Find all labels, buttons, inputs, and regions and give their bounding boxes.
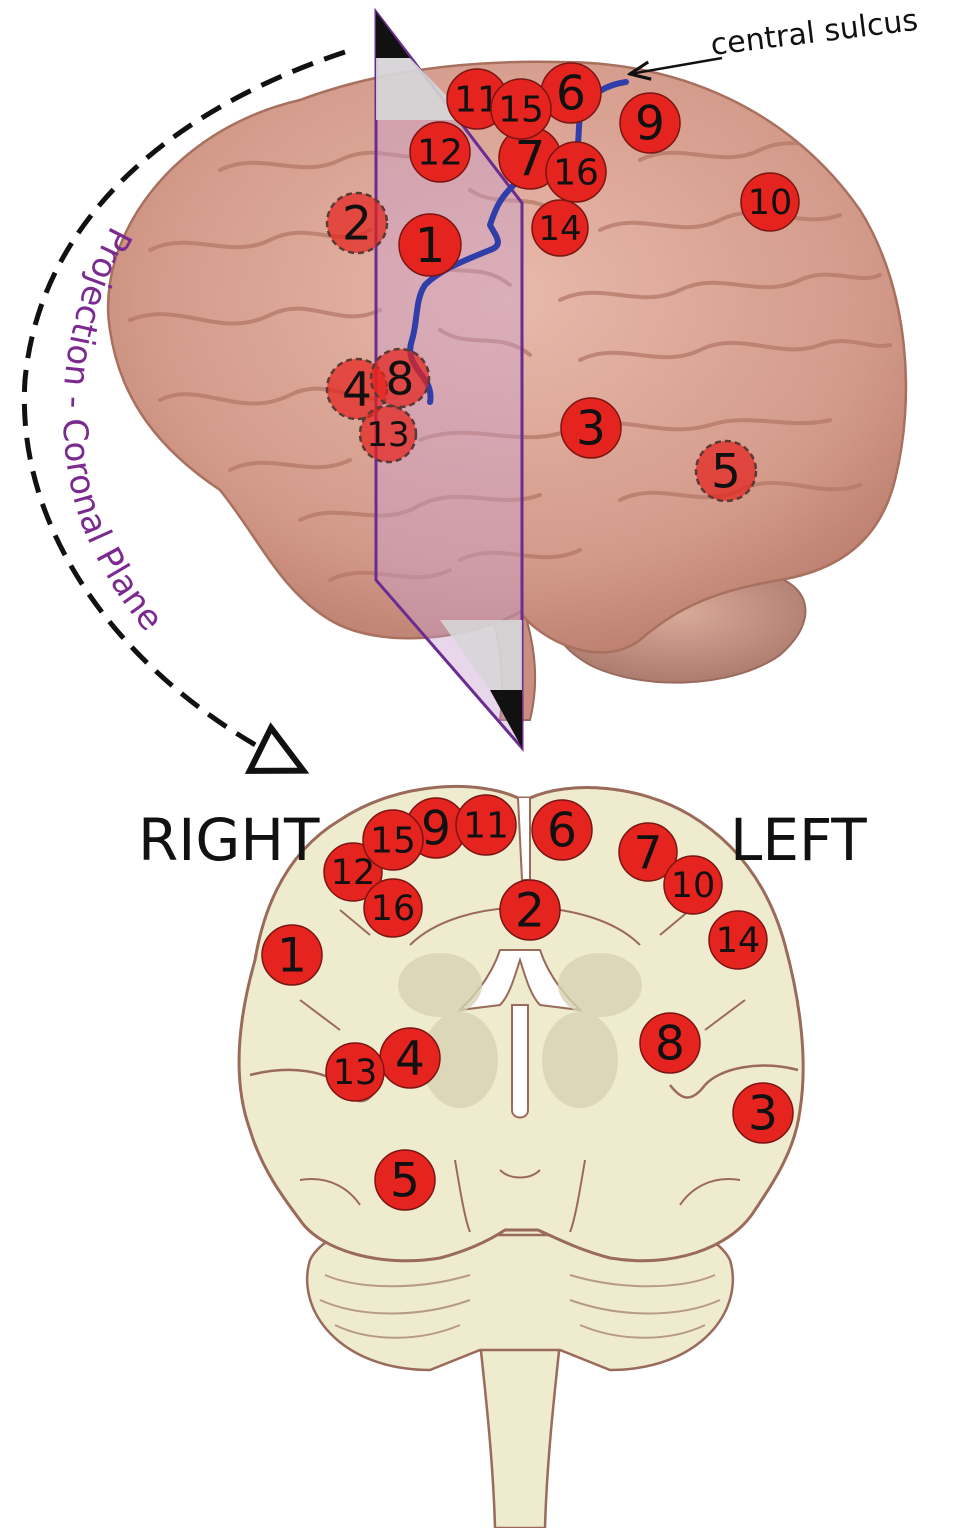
lateral-marker-3: 3 — [561, 398, 621, 458]
lateral-marker-label: 1 — [415, 218, 446, 274]
lateral-marker-10: 10 — [741, 173, 799, 231]
coronal-marker-label: 8 — [655, 1017, 685, 1072]
lateral-marker-9: 9 — [620, 93, 680, 153]
lateral-marker-label: 10 — [748, 183, 793, 223]
coronal-marker-label: 11 — [463, 806, 509, 847]
coronal-marker-8: 8 — [640, 1013, 700, 1073]
lateral-marker-1: 1 — [399, 214, 461, 276]
lateral-marker-label: 3 — [576, 402, 606, 457]
lateral-marker-label: 8 — [386, 353, 415, 406]
coronal-marker-label: 9 — [421, 802, 451, 857]
lateral-marker-label: 4 — [342, 363, 372, 418]
coronal-marker-2: 2 — [500, 880, 560, 940]
lateral-marker-14: 14 — [532, 200, 588, 256]
coronal-marker-label: 6 — [547, 804, 577, 859]
coronal-marker-16: 16 — [364, 879, 422, 937]
coronal-marker-4: 4 — [380, 1028, 440, 1088]
lateral-marker-5: 5 — [696, 441, 756, 501]
lateral-marker-13: 13 — [360, 406, 416, 462]
coronal-marker-14: 14 — [709, 911, 767, 969]
lateral-marker-label: 2 — [342, 197, 372, 252]
coronal-marker-15: 15 — [363, 810, 423, 870]
coronal-marker-label: 5 — [390, 1154, 420, 1209]
coronal-marker-label: 16 — [371, 889, 416, 929]
coronal-marker-label: 10 — [671, 866, 716, 906]
left-label: LEFT — [730, 806, 867, 874]
coronal-marker-11: 11 — [456, 795, 516, 855]
coronal-marker-6: 6 — [532, 800, 592, 860]
coronal-marker-label: 12 — [331, 853, 376, 893]
lateral-marker-2: 2 — [327, 193, 387, 253]
coronal-marker-label: 2 — [515, 884, 545, 939]
right-label: RIGHT — [138, 806, 320, 874]
coronal-marker-label: 7 — [634, 827, 663, 880]
coronal-marker-10: 10 — [664, 856, 722, 914]
lateral-marker-label: 12 — [417, 133, 463, 174]
coronal-marker-label: 1 — [277, 929, 307, 984]
lateral-marker-15: 15 — [491, 79, 551, 139]
coronal-marker-5: 5 — [375, 1150, 435, 1210]
lateral-marker-label: 15 — [498, 90, 544, 131]
lateral-marker-8: 8 — [371, 349, 429, 407]
coronal-marker-label: 3 — [748, 1087, 778, 1142]
coronal-marker-3: 3 — [733, 1083, 793, 1143]
lateral-marker-label: 13 — [366, 415, 409, 455]
coronal-marker-label: 4 — [395, 1032, 425, 1087]
lateral-marker-label: 9 — [635, 97, 665, 152]
coronal-marker-label: 13 — [333, 1053, 378, 1093]
coronal-marker-label: 15 — [370, 821, 416, 862]
coronal-marker-1: 1 — [262, 925, 322, 985]
central-sulcus-annotation: central sulcus — [630, 3, 920, 74]
coronal-marker-13: 13 — [326, 1043, 384, 1101]
lateral-marker-label: 14 — [538, 209, 581, 249]
lateral-marker-16: 16 — [546, 142, 606, 202]
coronal-marker-label: 14 — [716, 921, 761, 961]
central-sulcus-label: central sulcus — [709, 3, 920, 63]
lateral-marker-label: 16 — [553, 153, 599, 194]
central-sulcus-arrow — [630, 58, 722, 74]
lateral-marker-label: 6 — [556, 67, 586, 122]
lateral-marker-12: 12 — [410, 122, 470, 182]
lateral-marker-label: 5 — [711, 445, 741, 500]
third-ventricle — [512, 1005, 528, 1118]
